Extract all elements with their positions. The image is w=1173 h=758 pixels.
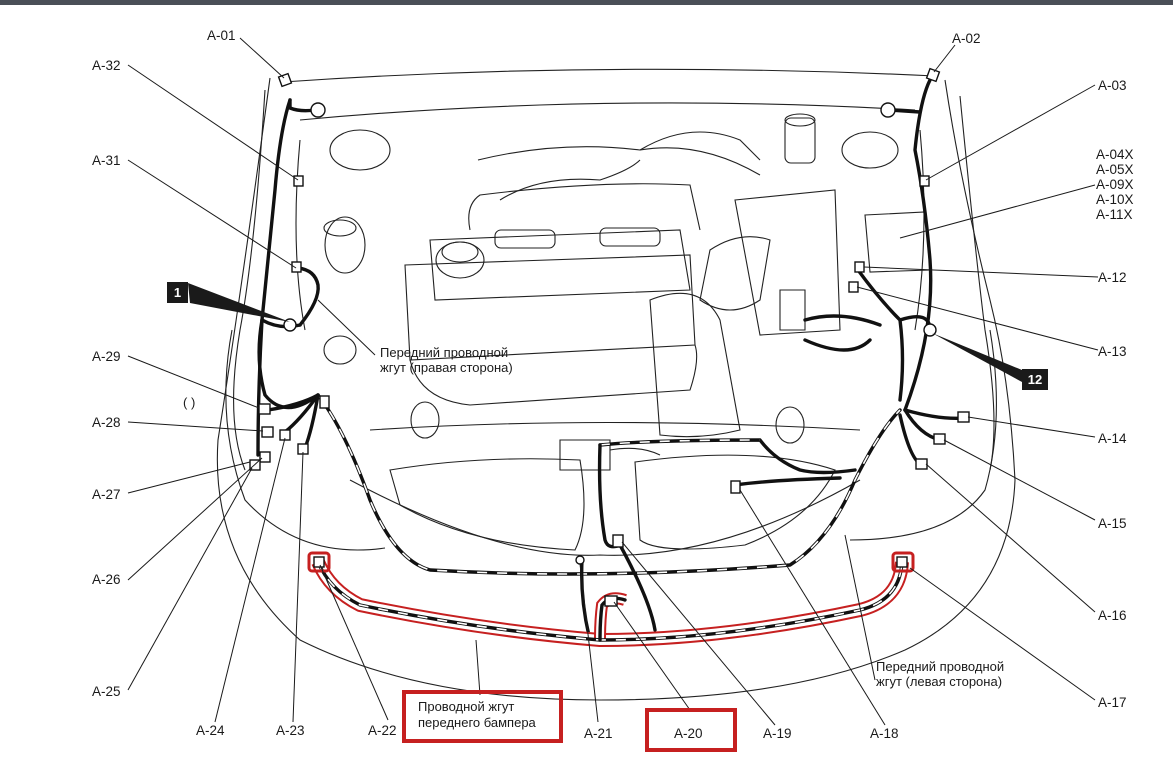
note-left-harness-line1: Передний проводной [876, 659, 1004, 674]
wiring-harnesses [256, 78, 967, 642]
label-a16: A-16 [1098, 608, 1127, 623]
label-a31: A-31 [92, 153, 121, 168]
a20-highlight-box [645, 708, 737, 752]
connectors [249, 67, 970, 607]
engine-block [404, 113, 931, 471]
label-a10x: A-10X [1096, 192, 1134, 207]
leader-lines [127, 37, 1099, 726]
label-a19: A-19 [763, 726, 792, 741]
callout-tag-1: 1 [167, 282, 290, 322]
note-left-harness-line2: жгут (левая сторона) [876, 674, 1002, 689]
label-a17: A-17 [1098, 695, 1127, 710]
label-a13: A-13 [1098, 344, 1127, 359]
callout-tag-12: 12 [932, 333, 1048, 390]
bumper-harness-line2: переднего бампера [418, 715, 537, 730]
tag-1-text: 1 [174, 285, 181, 300]
label-a03: A-03 [1098, 78, 1127, 93]
label-a21: A-21 [584, 726, 613, 741]
label-a24: A-24 [196, 723, 225, 738]
label-a28: A-28 [92, 415, 121, 430]
label-a15: A-15 [1098, 516, 1127, 531]
note-right-harness-line1: Передний проводной [380, 345, 508, 360]
label-a29: A-29 [92, 349, 121, 364]
vehicle-body-outline [216, 68, 1016, 701]
label-a18: A-18 [870, 726, 899, 741]
label-a01: A-01 [207, 28, 236, 43]
label-a02: A-02 [952, 31, 981, 46]
label-a11x: A-11X [1096, 207, 1133, 222]
note-right-harness-line2: жгут (правая сторона) [380, 360, 513, 375]
label-a05x: A-05X [1096, 162, 1134, 177]
front-bumper-harness [307, 551, 915, 648]
connector-labels: A-01 A-02 A-03 A-04X A-05X A-09X A-10X A… [92, 28, 1134, 741]
tag-12-text: 12 [1028, 372, 1042, 387]
label-a22: A-22 [368, 723, 397, 738]
label-a25: A-25 [92, 684, 121, 699]
label-a09x: A-09X [1096, 177, 1134, 192]
label-a27: A-27 [92, 487, 121, 502]
window-top-bar [0, 0, 1173, 5]
label-a04x: A-04X [1096, 147, 1134, 162]
label-a20: A-20 [674, 726, 703, 741]
label-a14: A-14 [1098, 431, 1127, 446]
harness-notes: Передний проводной жгут (правая сторона)… [183, 345, 1004, 689]
note-paren: ( ) [183, 395, 195, 410]
label-a12: A-12 [1098, 270, 1127, 285]
bumper-harness-line1: Проводной жгут [418, 699, 514, 714]
label-a26: A-26 [92, 572, 121, 587]
label-a32: A-32 [92, 58, 121, 73]
label-a23: A-23 [276, 723, 305, 738]
bumper-harness-callout: Проводной жгут переднего бампера [402, 690, 563, 743]
